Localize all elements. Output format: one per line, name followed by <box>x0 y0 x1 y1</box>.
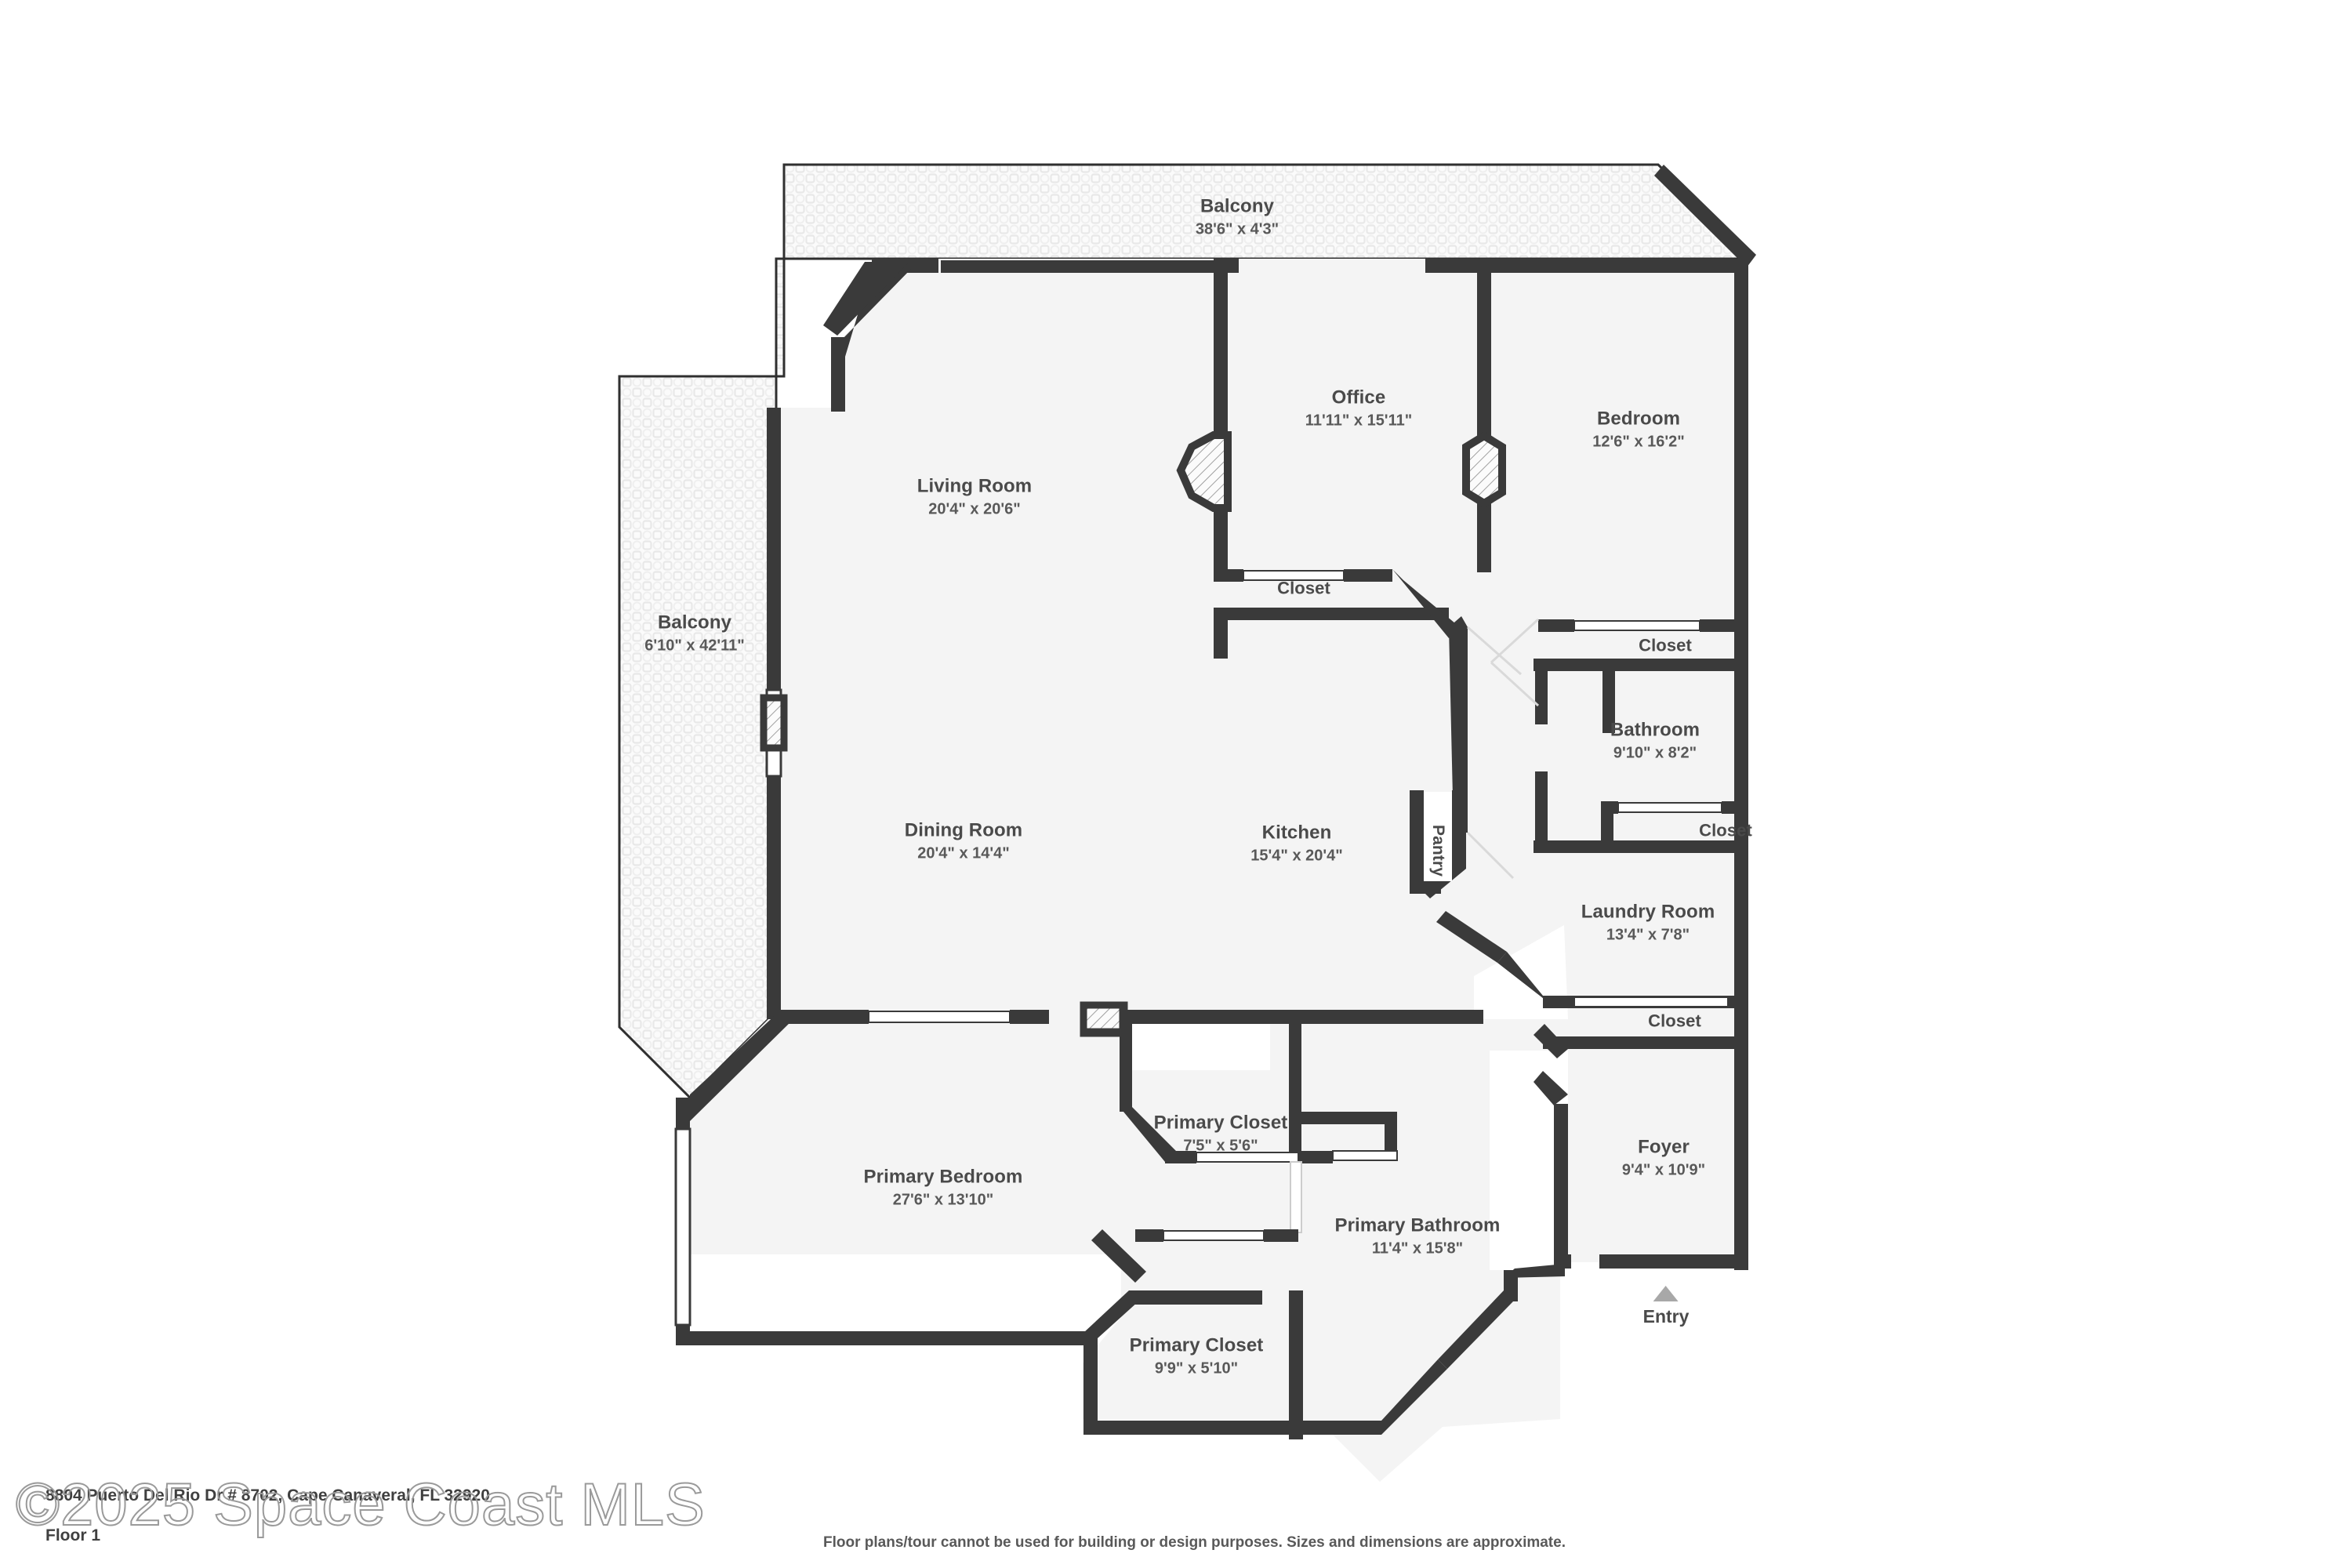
room-dimensions: 38'6" x 4'3" <box>1195 220 1279 238</box>
room-name: Foyer <box>1638 1136 1690 1158</box>
room-dimensions: 20'4" x 20'6" <box>928 500 1021 518</box>
room-name: Closet <box>1277 578 1330 598</box>
room-dimensions: 20'4" x 14'4" <box>917 844 1010 862</box>
room-label-primary-bedroom: Primary Bedroom 27'6" x 13'10" <box>864 1166 1023 1210</box>
room-name: Laundry Room <box>1581 901 1715 923</box>
room-label-closet-laundry: Closet <box>1648 1011 1701 1033</box>
door-swings <box>1466 618 1540 880</box>
room-label-closet-bedroom: Closet <box>1639 636 1692 657</box>
disclaimer-text: Floor plans/tour cannot be used for buil… <box>823 1534 1566 1551</box>
room-name: Dining Room <box>904 819 1023 841</box>
room-name: Balcony <box>657 612 732 633</box>
room-name: Living Room <box>916 475 1033 497</box>
room-name: Bathroom <box>1610 719 1700 741</box>
room-dimensions: 9'10" x 8'2" <box>1613 744 1697 762</box>
entry-triangle-icon <box>1653 1286 1679 1301</box>
room-dimensions: 9'4" x 10'9" <box>1621 1161 1706 1179</box>
room-name: Primary Closet <box>1153 1112 1288 1134</box>
room-name: Primary Bedroom <box>863 1166 1023 1188</box>
room-name: Kitchen <box>1261 822 1332 844</box>
room-name: Closet <box>1639 635 1692 655</box>
room-label-pantry: Pantry <box>1428 825 1448 877</box>
room-label-dining-room: Dining Room 20'4" x 14'4" <box>905 819 1022 864</box>
entry-marker: Entry <box>1642 1286 1690 1327</box>
room-label-foyer: Foyer 9'4" x 10'9" <box>1622 1136 1705 1181</box>
room-label-bathroom: Bathroom 9'10" x 8'2" <box>1610 719 1700 764</box>
entry-label: Entry <box>1642 1306 1690 1327</box>
room-label-living-room: Living Room 20'4" x 20'6" <box>917 475 1032 520</box>
floor-label: Floor 1 <box>45 1526 101 1544</box>
room-dimensions: 27'6" x 13'10" <box>892 1191 994 1209</box>
room-label-primary-bathroom: Primary Bathroom 11'4" x 15'8" <box>1335 1214 1501 1259</box>
room-dimensions: 11'4" x 15'8" <box>1371 1240 1464 1258</box>
property-address: 8804 Puerto Del Rio Dr # 8702, Cape Cana… <box>45 1486 490 1504</box>
pantry-enclosure <box>1410 790 1466 898</box>
exterior-walls <box>674 165 1756 1439</box>
room-label-closet-bathroom: Closet <box>1699 821 1752 842</box>
room-dimensions: 6'10" x 42'11" <box>644 637 745 655</box>
interior-walls <box>760 259 1739 1283</box>
room-dimensions: 13'4" x 7'8" <box>1606 926 1690 944</box>
room-name: Pantry <box>1428 825 1447 877</box>
room-name: Bedroom <box>1596 408 1681 430</box>
room-label-balcony-top: Balcony 38'6" x 4'3" <box>1196 195 1279 240</box>
room-label-bedroom: Bedroom 12'6" x 16'2" <box>1592 408 1684 452</box>
room-label-office: Office 11'11" x 15'11" <box>1305 387 1412 431</box>
room-name: Closet <box>1699 820 1752 840</box>
room-label-laundry-room: Laundry Room 13'4" x 7'8" <box>1581 901 1715 946</box>
room-label-primary-closet-1: Primary Closet 7'5" x 5'6" <box>1154 1112 1288 1156</box>
room-name: Closet <box>1648 1011 1701 1031</box>
room-label-kitchen: Kitchen 15'4" x 20'4" <box>1250 822 1342 866</box>
room-label-primary-closet-2: Primary Closet 9'9" x 5'10" <box>1130 1334 1264 1379</box>
room-dimensions: 15'4" x 20'4" <box>1250 847 1343 865</box>
room-name: Office <box>1331 387 1386 408</box>
room-dimensions: 11'11" x 15'11" <box>1305 412 1413 430</box>
room-dimensions: 9'9" x 5'10" <box>1154 1359 1239 1377</box>
room-label-balcony-left: Balcony 6'10" x 42'11" <box>644 612 744 656</box>
room-name: Primary Closet <box>1129 1334 1264 1356</box>
room-name: Primary Bathroom <box>1334 1214 1501 1236</box>
room-dimensions: 12'6" x 16'2" <box>1592 433 1685 451</box>
room-dimensions: 7'5" x 5'6" <box>1183 1137 1258 1155</box>
room-label-closet-office: Closet <box>1277 579 1330 600</box>
room-name: Balcony <box>1200 195 1275 217</box>
